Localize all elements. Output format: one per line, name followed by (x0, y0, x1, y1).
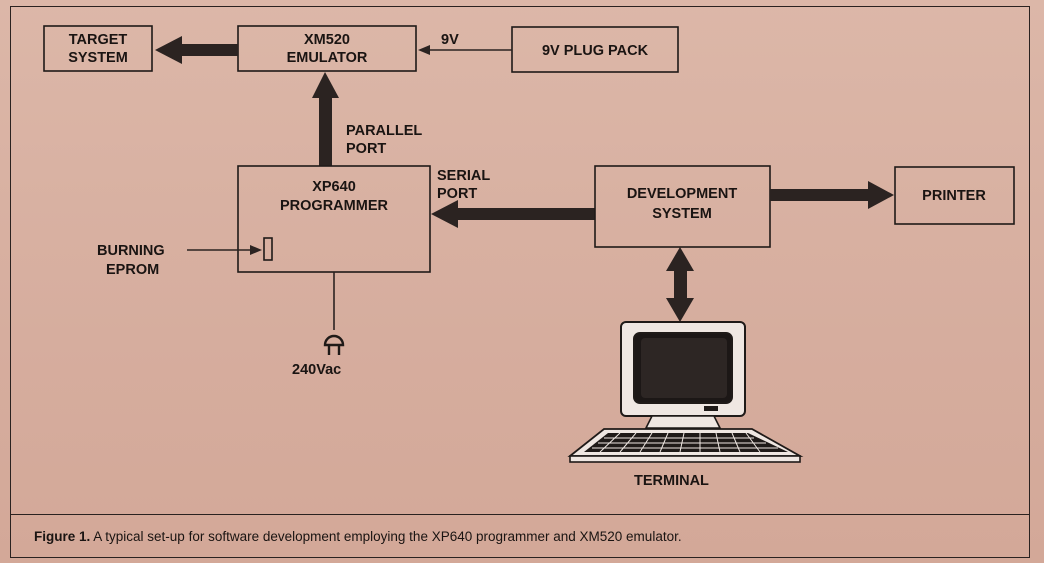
programmer-label-1: XP640 (312, 179, 356, 195)
target-system-label-2: SYSTEM (68, 50, 128, 66)
terminal-label: TERMINAL (634, 473, 709, 489)
target-system-label-1: TARGET (69, 32, 128, 48)
emulator-label-1: XM520 (304, 32, 350, 48)
serial-port-label-2: PORT (437, 186, 477, 202)
plug-pack-label: 9V PLUG PACK (542, 43, 649, 59)
target-arrow-shaft (180, 44, 238, 56)
printer-box (894, 166, 1015, 225)
programmer-label-2: PROGRAMMER (280, 198, 388, 214)
mains-label: 240Vac (292, 362, 341, 378)
serial-arrow-shaft (455, 208, 595, 220)
target-arrow-head (155, 36, 182, 64)
terminal-arrow-head-down (666, 298, 694, 322)
terminal-arrow-shaft (674, 268, 687, 302)
burning-eprom-label-1: BURNING (97, 243, 165, 259)
development-system-label-1: DEVELOPMENT (627, 186, 738, 202)
burning-eprom-label-2: EPROM (106, 262, 159, 278)
caption-label: Figure 1. (34, 529, 91, 544)
development-system-label-2: SYSTEM (652, 206, 712, 222)
power-plug-icon (323, 334, 345, 355)
development-system-box (594, 165, 771, 248)
parallel-arrow-shaft (319, 96, 332, 166)
parallel-port-label-2: PORT (346, 141, 386, 157)
eprom-arrowhead (250, 245, 262, 255)
printer-arrow-shaft (770, 189, 870, 201)
printer-arrow-head (868, 181, 894, 209)
serial-arrow-head (431, 200, 458, 228)
printer-label: PRINTER (922, 188, 986, 204)
target-system-box (43, 25, 153, 72)
terminal-computer-icon (567, 321, 804, 463)
caption-text: A typical set-up for software developmen… (90, 529, 682, 544)
parallel-arrow-head (312, 72, 339, 98)
terminal-arrow-head-up (666, 247, 694, 271)
serial-port-label-1: SERIAL (437, 168, 490, 184)
figure-frame (10, 6, 1030, 558)
figure-caption: Figure 1. A typical set-up for software … (34, 529, 682, 544)
voltage-label: 9V (441, 32, 459, 48)
power-arrowhead (418, 45, 430, 55)
parallel-port-label-1: PARALLEL (346, 123, 422, 139)
caption-row: Figure 1. A typical set-up for software … (10, 514, 1030, 558)
eprom-socket (263, 237, 273, 261)
emulator-label-2: EMULATOR (287, 50, 368, 66)
